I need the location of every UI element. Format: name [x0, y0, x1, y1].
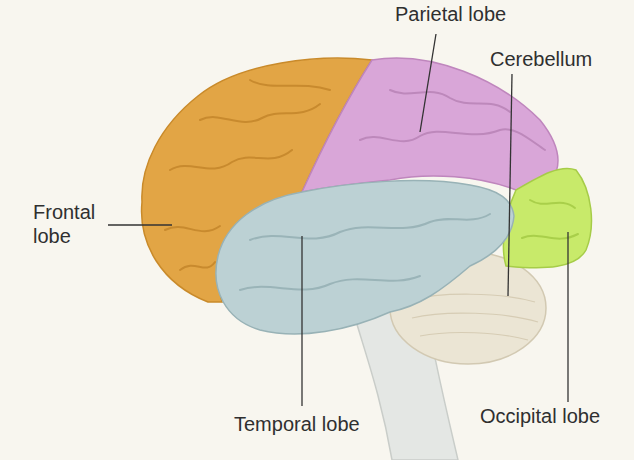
- parietal-lobe-shape: [302, 58, 558, 192]
- occipital-lobe-shape: [503, 168, 591, 267]
- part-label: Frontal lobe: [33, 200, 111, 248]
- leader-line: [301, 236, 302, 406]
- cerebellum-folds: [410, 294, 538, 340]
- part-label: Occipital lobe: [480, 404, 630, 428]
- leader-line: [420, 34, 436, 132]
- gyri-texture: [165, 80, 578, 290]
- leader-line: [567, 232, 568, 402]
- temporal-lobe-shape: [216, 181, 514, 334]
- leader-line: [108, 224, 172, 225]
- part-label: Temporal lobe: [234, 412, 394, 436]
- leader-line: [508, 74, 512, 296]
- leader-lines: [108, 34, 568, 406]
- part-label: Cerebellum: [490, 47, 630, 71]
- part-label: Parietal lobe: [395, 2, 555, 26]
